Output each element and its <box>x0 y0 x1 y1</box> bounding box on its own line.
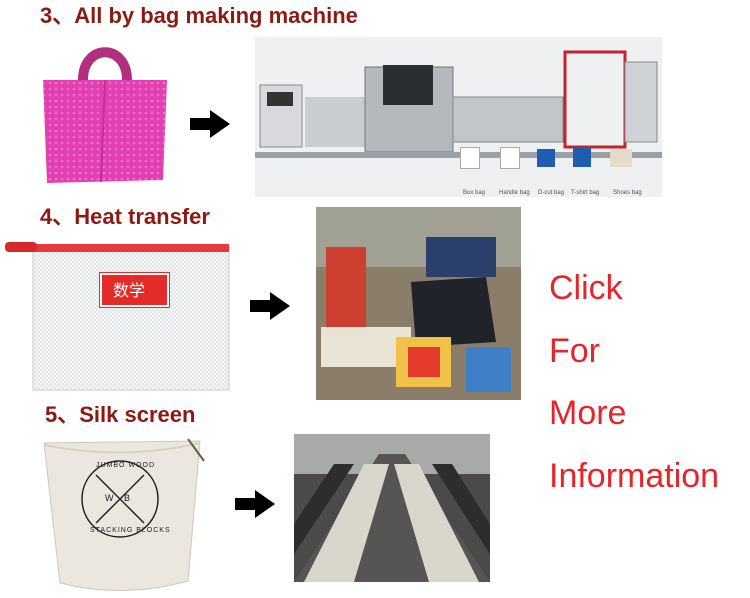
silk-screen-printing-line-image <box>294 434 490 582</box>
caption-t-shirt-bag: T-shirt bag <box>571 190 600 196</box>
caption-handle-bag: Handle bag <box>499 190 530 196</box>
bag-making-machine-image: Box bag Handle bag D-cut bag T-shirt bag… <box>255 37 662 197</box>
section-heading-silk-screen: 5、Silk screen <box>45 402 196 427</box>
cta-click-text[interactable]: Click <box>549 269 623 307</box>
cta-for-text[interactable]: For <box>549 332 600 370</box>
caption-shoes-bag: Shoes bag <box>613 190 642 196</box>
canvas-drawstring-bag-image: JUMBO WOOD W B STACKING BLOCKS <box>38 431 208 596</box>
mesh-zipper-pouch-image: 数学 <box>5 238 232 391</box>
caption-d-cut-bag: D-cut bag <box>538 190 565 196</box>
arrow-right-icon <box>250 292 290 320</box>
heat-press-workshop-image <box>316 207 521 400</box>
section-heading-heat-transfer: 4、Heat transfer <box>40 204 210 229</box>
cta-information-text[interactable]: Information <box>549 457 720 495</box>
canvas-bag-stamp-top: JUMBO WOOD <box>96 462 155 469</box>
section-heading-bag-making: 3、All by bag making machine <box>40 3 358 28</box>
arrow-right-icon <box>190 110 230 138</box>
caption-box-bag: Box bag <box>463 190 486 196</box>
canvas-bag-stamp-bottom: STACKING BLOCKS <box>90 527 171 534</box>
pink-tote-bag-image <box>43 47 167 183</box>
arrow-right-icon <box>235 490 275 518</box>
cta-more-text[interactable]: More <box>549 394 627 432</box>
canvas-bag-stamp-letters: W B <box>105 493 134 503</box>
pouch-label-text: 数学 <box>113 281 146 300</box>
